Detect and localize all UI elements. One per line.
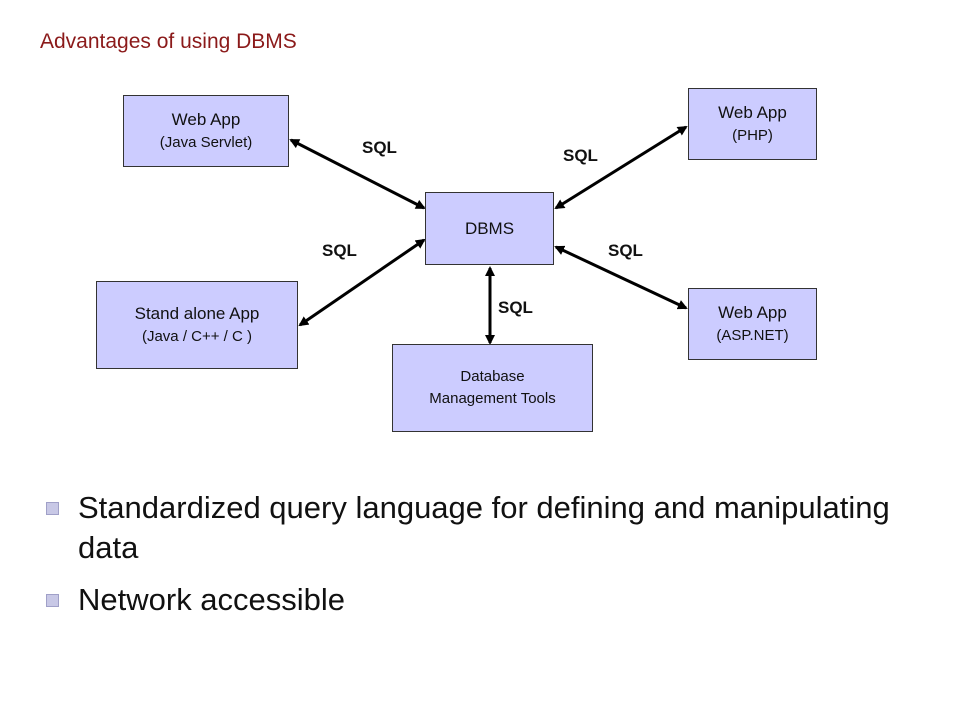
edge-label-aspnet: SQL xyxy=(608,241,643,260)
node-line2: Management Tools xyxy=(429,390,556,407)
edge-label-php: SQL xyxy=(563,146,598,165)
edge-label-standalone: SQL xyxy=(322,241,357,260)
slide-title: Advantages of using DBMS xyxy=(40,30,297,53)
node-line1: Web App xyxy=(718,303,787,322)
node-line1: Database xyxy=(460,368,525,385)
node-line2: (Java Servlet) xyxy=(159,134,253,151)
node-line2: (ASP.NET) xyxy=(716,327,789,344)
bullet-item: Standardized query language for defining… xyxy=(40,488,920,568)
bullet-text: Network accessible xyxy=(78,582,346,617)
square-bullet-icon xyxy=(46,594,59,607)
node-web-app-php: Web App (PHP) xyxy=(688,88,817,160)
bullet-list: Standardized query language for defining… xyxy=(40,488,920,632)
bullet-text: Standardized query language for defining… xyxy=(78,490,890,565)
node-web-app-aspnet: Web App (ASP.NET) xyxy=(688,288,817,360)
bullet-item: Network accessible xyxy=(40,580,920,620)
square-bullet-icon xyxy=(46,502,59,515)
node-web-app-java-servlet: Web App (Java Servlet) xyxy=(123,95,289,167)
node-line1: Stand alone App xyxy=(134,304,260,323)
node-line1: Web App xyxy=(718,103,787,122)
arrow-servlet-dbms xyxy=(289,138,426,210)
edge-label-tools: SQL xyxy=(498,298,533,317)
node-database-management-tools: Database Management Tools xyxy=(392,344,593,432)
arrow-aspnet-dbms xyxy=(554,245,688,310)
node-standalone-app: Stand alone App (Java / C++ / C ) xyxy=(96,281,298,369)
arrow-php-dbms xyxy=(554,125,688,210)
arrow-standalone-dbms xyxy=(298,238,426,327)
node-line1: Web App xyxy=(171,110,241,129)
node-line1: DBMS xyxy=(464,218,515,238)
node-dbms: DBMS xyxy=(425,192,554,265)
node-line2: (Java / C++ / C ) xyxy=(141,328,253,345)
node-line2: (PHP) xyxy=(732,127,773,144)
edge-label-servlet: SQL xyxy=(362,138,397,157)
